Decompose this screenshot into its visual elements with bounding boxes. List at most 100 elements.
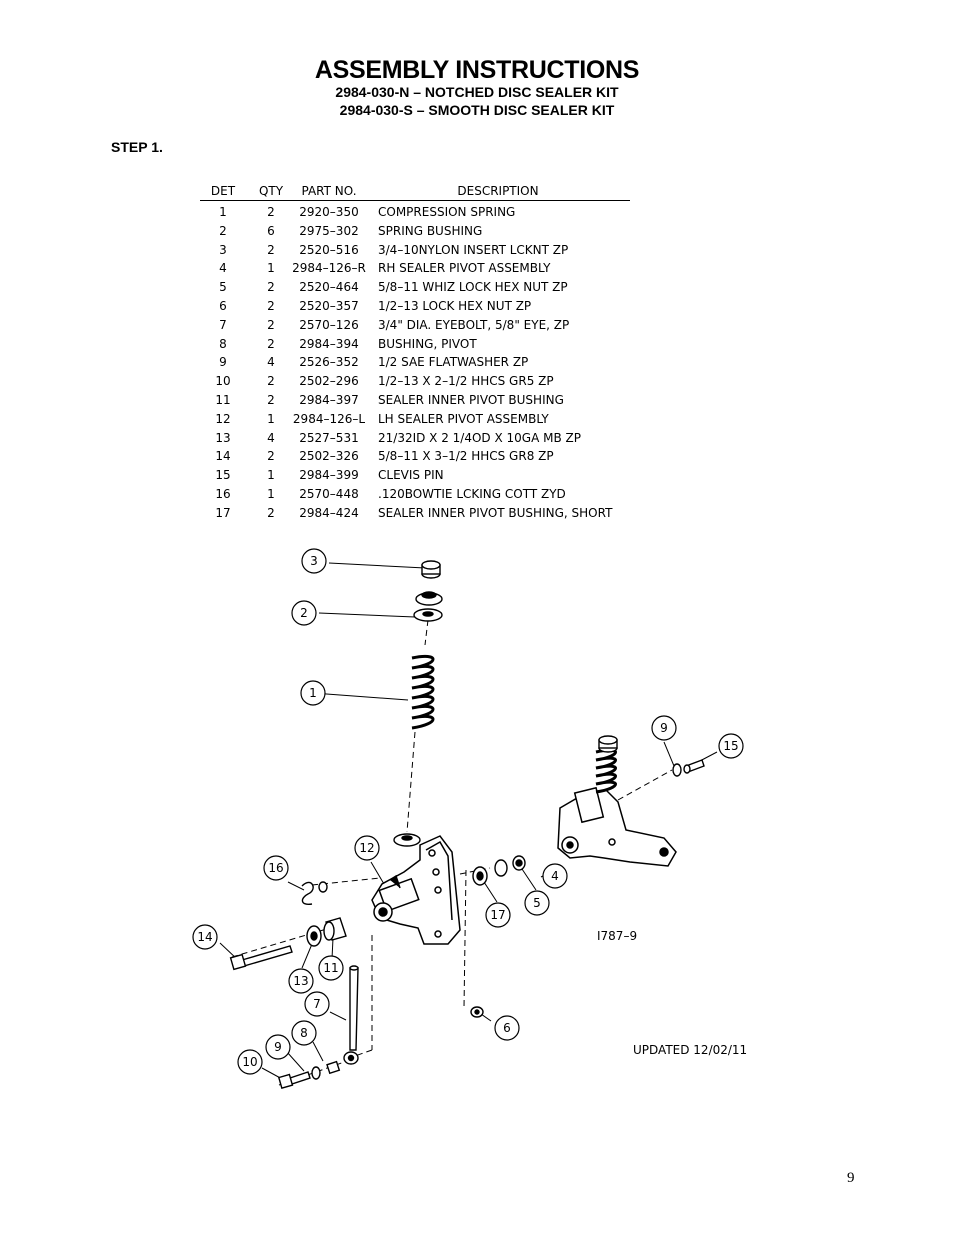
kit-subtitle-smooth: 2984-030-S – SMOOTH DISC SEALER KIT (339, 102, 615, 118)
det-cell: 6 (219, 298, 227, 313)
part-2-spring-bushing (413, 591, 443, 622)
description-cell: .120BOWTIE LCKING COTT ZYD (378, 486, 566, 501)
det-cell: 17 (215, 505, 231, 520)
description-cell: COMPRESSION SPRING (378, 205, 516, 219)
part-no-cell: 2984–126–R (292, 261, 366, 276)
det-cell: 11 (215, 392, 231, 407)
description-cell: SEALER INNER PIVOT BUSHING (378, 392, 564, 407)
part-no-cell: 2527–531 (299, 430, 359, 445)
leader-3 (328, 562, 426, 569)
det-cell: 10 (215, 374, 231, 389)
part-11-inner-pivot-bushing (323, 917, 347, 941)
description-cell: 21/32ID X 2 1/4OD X 10GA MB ZP (378, 430, 581, 445)
callout-circle (304, 991, 330, 1017)
det-cell: 9 (219, 355, 227, 370)
qty-cell: 2 (267, 374, 275, 389)
callout-label: 5 (533, 896, 541, 910)
callout-label: 2 (300, 606, 308, 620)
qty-cell: 2 (267, 280, 275, 295)
guide-nut-6 (463, 869, 467, 1009)
col-part-no: PART NO. (301, 184, 357, 198)
callout-label: 10 (242, 1055, 257, 1069)
part-14-hhcs-bolt (229, 945, 293, 971)
table-row: 11 2 2984–397 SEALER INNER PIVOT BUSHING (200, 391, 630, 410)
part-no-cell: 2984–424 (299, 505, 359, 520)
page-title: ASSEMBLY INSTRUCTIONS (314, 56, 640, 84)
part-no-cell: 2502–326 (299, 449, 359, 464)
description-cell: RH SEALER PIVOT ASSEMBLY (378, 261, 551, 276)
updated-date: UPDATED 12/02/11 (633, 1043, 748, 1057)
part-12-lh-sealer-pivot (371, 835, 461, 945)
det-cell: 2 (219, 223, 227, 238)
det-cell: 1 (219, 205, 227, 219)
det-cell: 4 (219, 261, 227, 276)
callout-label: 8 (300, 1026, 308, 1040)
det-cell: 8 (219, 336, 227, 351)
part-16-bowtie-cotter (301, 881, 328, 906)
leader-6 (480, 1013, 492, 1022)
description-cell: CLEVIS PIN (378, 468, 444, 483)
part-17-short-bushing (472, 866, 488, 886)
part-no-cell: 2920–350 (299, 205, 359, 219)
part-9-flatwasher-left (311, 1066, 321, 1080)
callout-circle (524, 890, 550, 916)
leader-7 (329, 1011, 347, 1021)
qty-cell: 2 (267, 242, 275, 257)
callout-label: 1 (309, 686, 317, 700)
part-no-cell: 2520–516 (299, 242, 359, 257)
det-cell: 16 (215, 486, 231, 501)
callout-label: 13 (293, 974, 308, 988)
leader-2 (318, 612, 416, 618)
leader-16 (287, 881, 305, 891)
qty-cell: 2 (267, 505, 275, 520)
description-cell: LH SEALER PIVOT ASSEMBLY (378, 411, 549, 426)
part-5-whiz-lock-nut (494, 855, 526, 877)
callout-circle (494, 1015, 520, 1041)
rh-spring-top-nut (598, 735, 618, 753)
callout-circle (288, 968, 314, 994)
leader-8 (312, 1041, 324, 1062)
qty-cell: 4 (267, 355, 275, 370)
description-cell: SEALER INNER PIVOT BUSHING, SHORT (378, 505, 613, 520)
leader-9-right (663, 741, 675, 767)
qty-cell: 2 (267, 392, 275, 407)
callout-label: 4 (551, 869, 559, 883)
parts-table-header: DET QTY PART NO. DESCRIPTION (200, 182, 630, 201)
table-row: 9 4 2526–352 1/2 SAE FLATWASHER ZP (200, 353, 630, 372)
callout-circle (318, 955, 344, 981)
part-no-cell: 2526–352 (299, 355, 359, 370)
qty-cell: 2 (267, 205, 275, 219)
callout-label: 6 (503, 1021, 511, 1035)
part-15-clevis-pin (683, 759, 705, 774)
qty-cell: 4 (267, 430, 275, 445)
callout-label: 9 (274, 1040, 282, 1054)
callout-circle (291, 600, 317, 626)
det-cell: 3 (219, 242, 227, 257)
part-1-compression-spring (411, 654, 435, 730)
part-no-cell: 2984–394 (299, 336, 359, 351)
callout-circle (237, 1049, 263, 1075)
part-no-cell: 2984–397 (299, 392, 359, 407)
callout-circle (718, 733, 744, 759)
leader-12 (370, 861, 385, 885)
part-no-cell: 2570–448 (299, 486, 359, 501)
description-cell: 1/2 SAE FLATWASHER ZP (378, 355, 529, 370)
det-cell: 15 (215, 468, 231, 483)
col-qty: QTY (258, 184, 284, 198)
callout-label: 12 (359, 841, 374, 855)
qty-cell: 2 (267, 336, 275, 351)
qty-cell: 2 (267, 298, 275, 313)
det-cell: 12 (215, 411, 231, 426)
